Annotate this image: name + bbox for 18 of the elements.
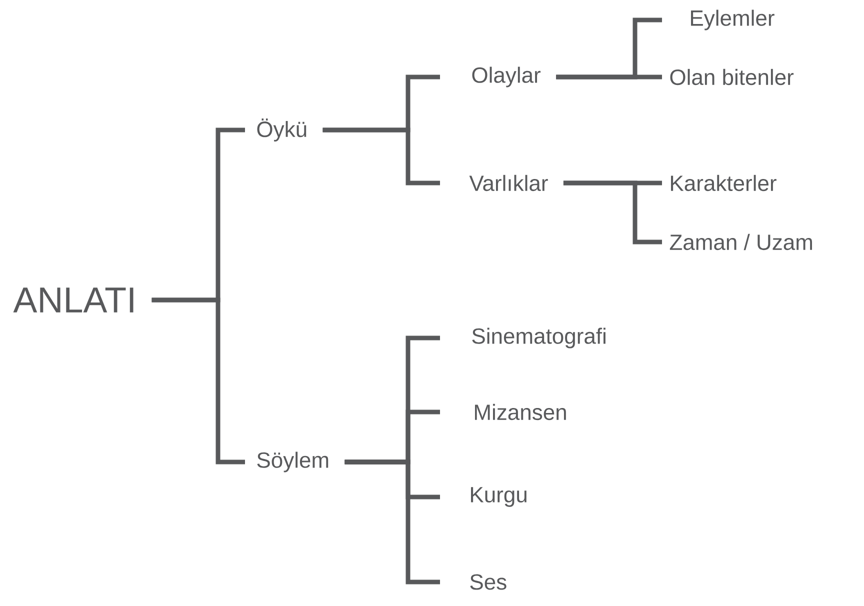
node-label: Karakterler: [671, 174, 776, 192]
node-label: Söylem: [257, 452, 328, 472]
node-label: Ses: [470, 574, 506, 590]
node-label: Öykü: [257, 118, 306, 142]
bracket-line: [556, 74, 662, 80]
node-label: Sinematografi: [472, 328, 606, 348]
node-label: Kurgu: [471, 487, 526, 507]
bracket-line: [344, 460, 440, 584]
bracket-line: [322, 128, 440, 186]
node-label: ANLATI: [13, 288, 134, 312]
node-label: Eylemler: [691, 10, 774, 30]
node-label: Zaman / Uzam: [670, 234, 812, 250]
node-label: Olan bitenler: [670, 68, 794, 86]
node-label: Mizansen: [475, 404, 566, 420]
bracket-line: [563, 180, 662, 244]
node-label: Olaylar: [472, 66, 541, 88]
bracket-line: [152, 298, 245, 464]
node-label: Varlıklar: [469, 174, 548, 192]
